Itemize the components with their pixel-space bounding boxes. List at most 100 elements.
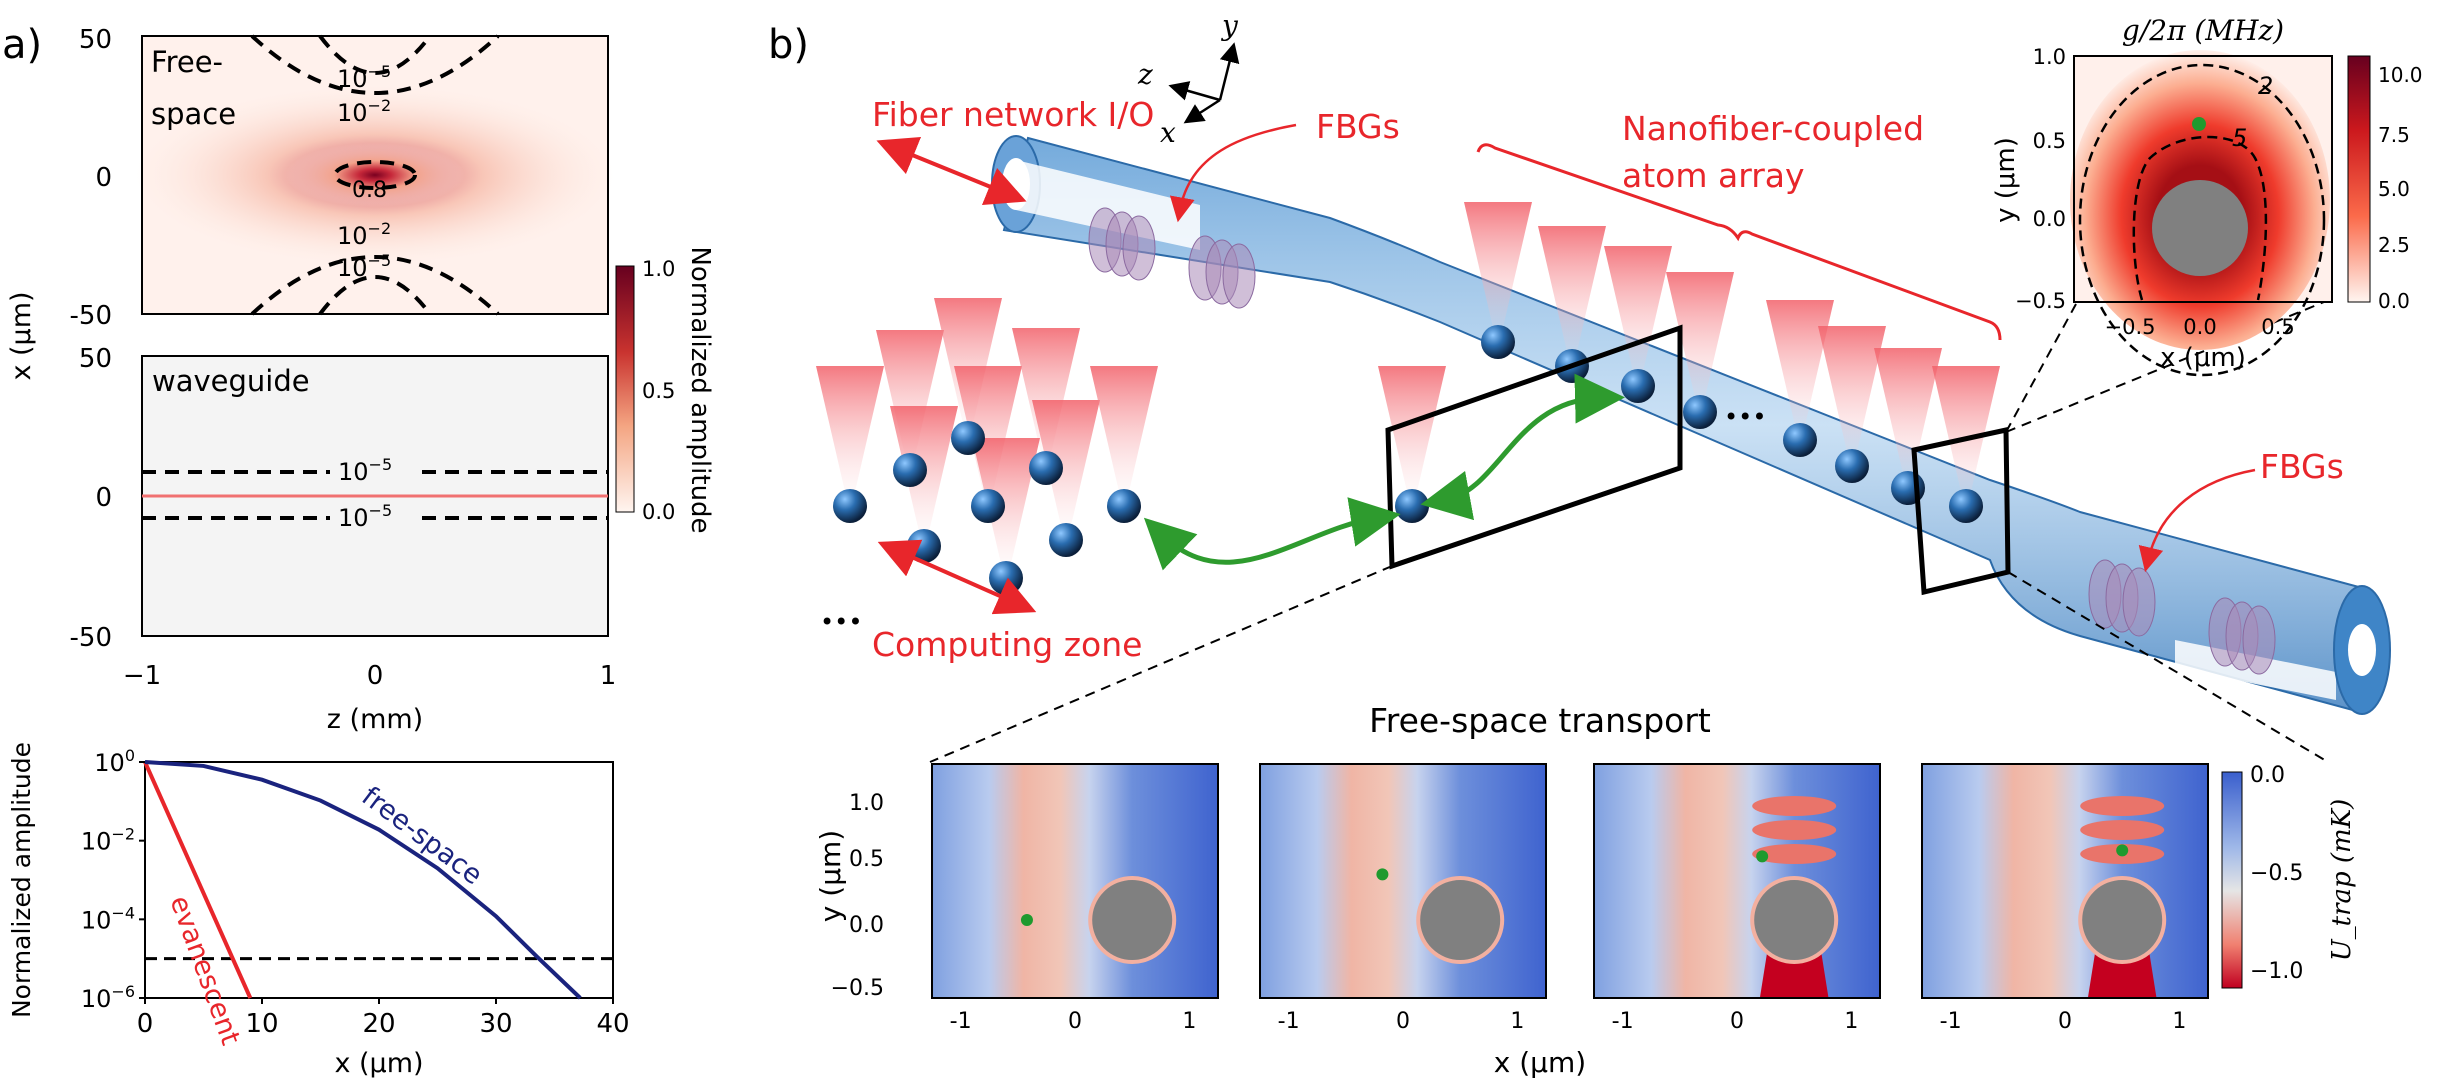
cbar-tick: 1.0 <box>642 257 675 281</box>
inset-x-tick: 0.5 <box>2261 315 2294 339</box>
trapped-atom <box>1020 914 1033 926</box>
inset-ylabel: y (μm) <box>1991 137 2021 223</box>
contour-exp: −2 <box>368 219 392 238</box>
chart-x-tick: 0 <box>137 1009 154 1039</box>
evanescent-line <box>143 761 253 999</box>
nano-label-2: atom array <box>1622 156 1805 195</box>
panel-a-label: a) <box>2 22 42 68</box>
transport-frame <box>931 763 1219 999</box>
atom <box>1049 523 1083 557</box>
atom <box>971 489 1005 523</box>
array-brace <box>1476 143 2002 341</box>
svg-text:10−2: 10−2 <box>337 96 391 127</box>
atom <box>1481 325 1515 359</box>
transport-y-tick: 0.0 <box>849 913 884 938</box>
contour-exp: −5 <box>369 501 393 520</box>
axis-y-label: y <box>1220 9 1239 42</box>
io-arrow <box>877 539 1037 615</box>
free-space-heatmap: Free- space 10−5 10−2 0.8 10−2 10−5 <box>135 34 615 316</box>
inset-cbar-tick: 10.0 <box>2378 63 2423 87</box>
y-tick: 50 <box>79 25 112 55</box>
inset-y-tick: 1.0 <box>2033 45 2066 69</box>
trap-cbar-tick: 0.0 <box>2250 763 2285 788</box>
nanofiber-section <box>2078 876 2167 964</box>
transport-y-tick: −0.5 <box>831 976 884 1001</box>
inset-cbar-tick: 7.5 <box>2378 123 2410 147</box>
transport-x-tick: 1 <box>1510 1009 1524 1034</box>
tweezer-beam <box>1874 348 1942 478</box>
tweezer-beam <box>1666 272 1734 402</box>
chart-y-tick: 10−6 <box>81 982 135 1013</box>
chart-x-tick: 10 <box>245 1009 278 1039</box>
contour-exp: −5 <box>368 251 392 270</box>
transport-panel: -1 0 1 <box>1259 763 1547 1034</box>
free-space-title-1: Free- <box>151 45 223 79</box>
x-tick: 0 <box>367 661 384 691</box>
contour-exp: −5 <box>368 62 392 81</box>
trap-lobe <box>1752 820 1837 840</box>
fbgs-label-left: FBGs <box>1316 107 1400 146</box>
x-tick: 1 <box>600 661 617 691</box>
nanofiber-section <box>1750 876 1839 964</box>
tweezer-beam <box>972 438 1040 568</box>
transport-y-tick: 0.5 <box>849 847 884 872</box>
chart-x-tick: 40 <box>596 1009 629 1039</box>
waveguide-heatmap: waveguide 10−5 10−5 <box>141 355 609 637</box>
tweezer-beam <box>1090 366 1158 496</box>
inset-x-tick: 0.0 <box>2183 315 2216 339</box>
inset-cbar-tick: 2.5 <box>2378 233 2410 257</box>
transport-x-tick: -1 <box>1278 1009 1300 1034</box>
tweezer-beam <box>816 366 884 496</box>
transport-frame <box>1259 763 1547 999</box>
transport-x-tick: 1 <box>2172 1009 2186 1034</box>
x-tick: −1 <box>123 661 161 691</box>
transport-x-tick: -1 <box>1940 1009 1962 1034</box>
trap-potential-map <box>1922 764 2208 998</box>
cbar-tick: 0.0 <box>642 500 675 524</box>
axis-z-label: z <box>1137 58 1153 91</box>
chart-y-tick: 10−2 <box>81 825 135 856</box>
trapped-atom <box>1376 868 1389 881</box>
transport-x-tick: 0 <box>1730 1009 1744 1034</box>
tweezer-beam <box>1818 326 1886 456</box>
tweezer-beam <box>876 330 944 460</box>
free-space-line <box>144 760 582 1000</box>
y-tick: 0 <box>95 163 112 193</box>
amplitude-colorbar: 1.0 0.5 0.0 Normalized amplitude <box>615 246 715 534</box>
atom <box>833 489 867 523</box>
contour-label: 10 <box>338 458 369 486</box>
nanofiber-section <box>1416 876 1505 964</box>
inset-y-tick: 0.0 <box>2033 207 2066 231</box>
inset-y-tick: 0.5 <box>2033 129 2066 153</box>
ellipsis-left: ••• <box>820 608 862 636</box>
trapped-atom <box>1756 850 1769 863</box>
inset-xlabel: x (μm) <box>2160 343 2246 373</box>
tweezer-beam <box>1538 226 1606 356</box>
fbgs-label-right: FBGs <box>2260 447 2344 486</box>
chart-y-tick: 10−4 <box>81 903 135 934</box>
transport-x-tick: 1 <box>1182 1009 1196 1034</box>
waveguide-title: waveguide <box>152 364 310 398</box>
chart-y-tick: 100 <box>94 746 135 777</box>
atom <box>1835 449 1869 483</box>
y-tick: 0 <box>95 483 112 513</box>
tweezer-beam <box>1766 300 1834 430</box>
tweezer-beam <box>1032 400 1100 530</box>
trap-potential-map <box>1260 764 1546 998</box>
tweezer-beam <box>1932 366 2000 496</box>
transport-ylabel: y (μm) <box>814 830 847 922</box>
inset-contour-5: 5 <box>2232 124 2247 152</box>
transport-title: Free-space transport <box>1369 701 1711 740</box>
transport-xlabel: x (μm) <box>1494 1046 1586 1079</box>
chart-xlabel: x (μm) <box>334 1048 423 1079</box>
contour-label: 10 <box>337 65 368 93</box>
chart-x-tick: 20 <box>362 1009 395 1039</box>
transport-x-tick: 0 <box>1396 1009 1410 1034</box>
fiber-io-label: Fiber network I/O <box>872 95 1154 134</box>
transport-x-tick: -1 <box>1612 1009 1634 1034</box>
trap-cbar-tick: −1.0 <box>2250 959 2303 984</box>
